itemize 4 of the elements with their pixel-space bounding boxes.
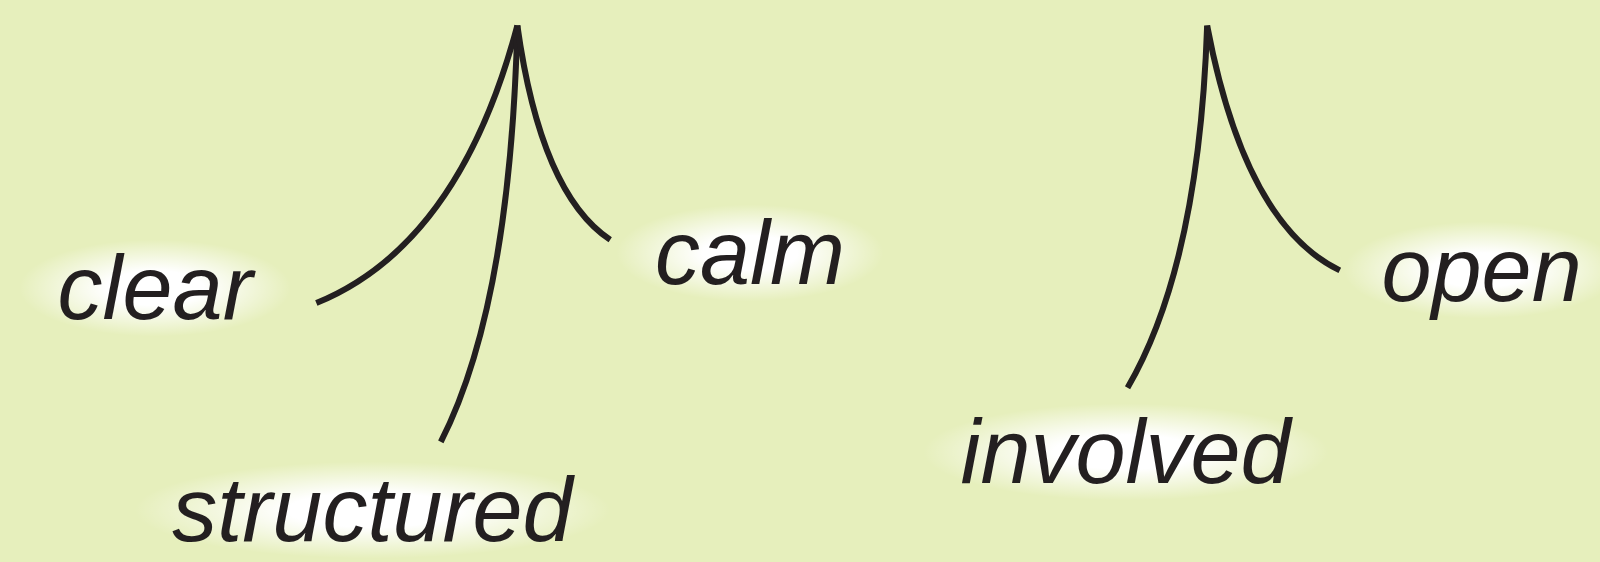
curved-line (1204, 24, 1342, 274)
curved-line (438, 25, 521, 444)
curved-line (1124, 25, 1211, 390)
curved-line (514, 25, 612, 243)
